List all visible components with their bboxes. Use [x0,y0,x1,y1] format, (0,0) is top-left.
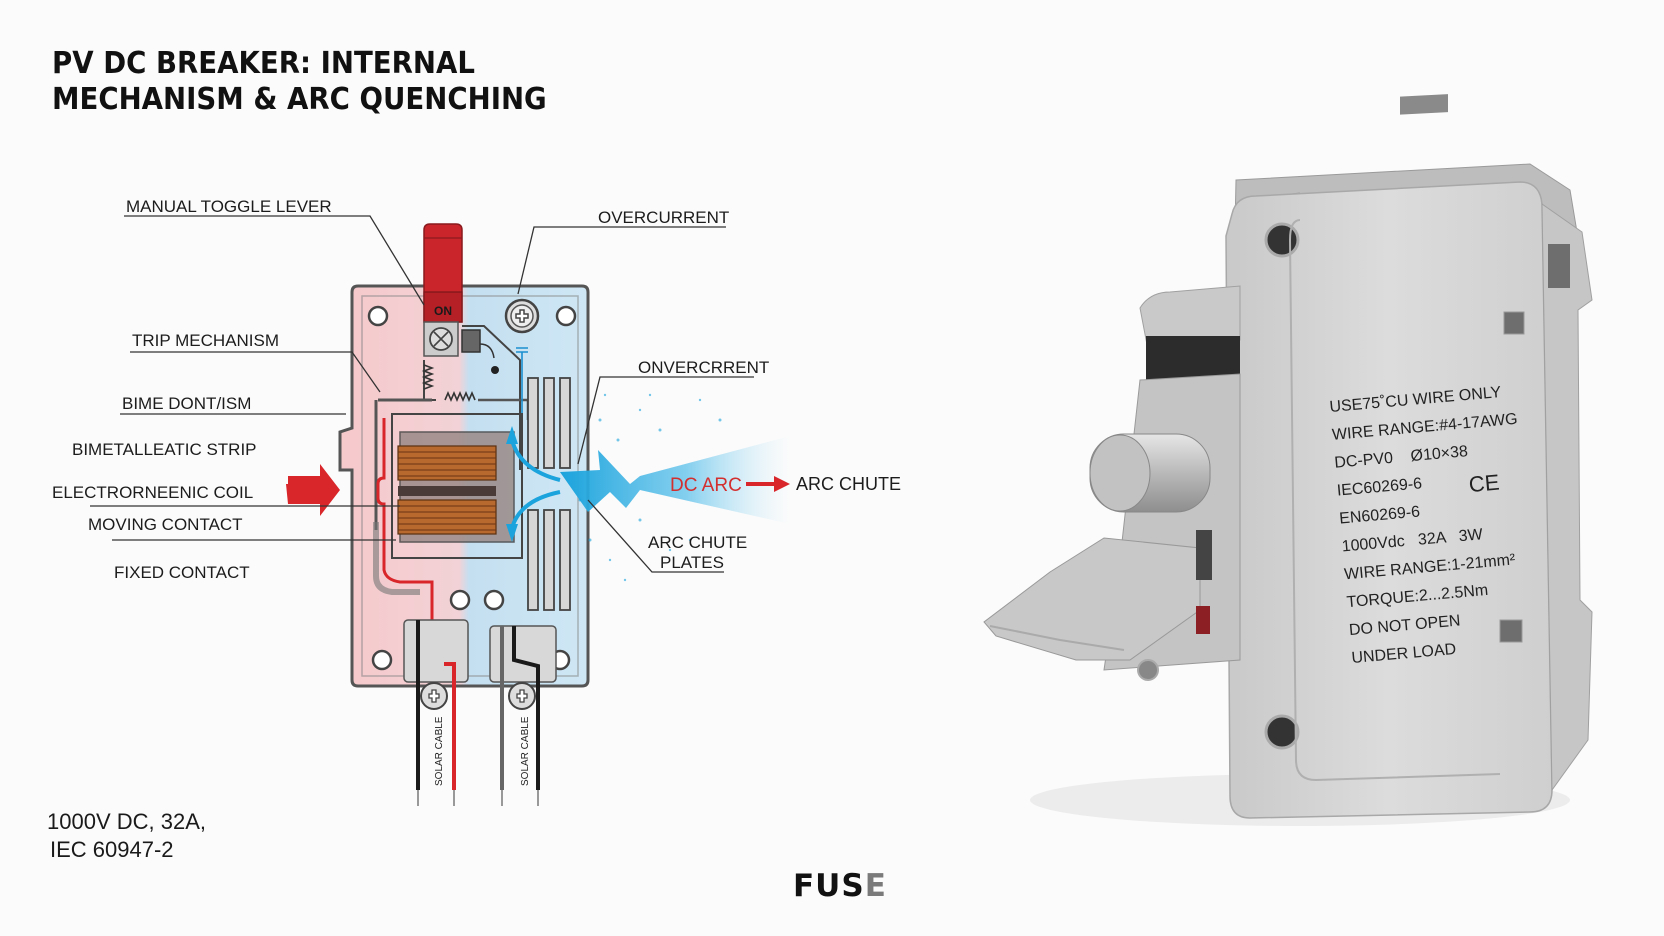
logo-main: FUS [793,868,865,904]
label-overcurrent-right: ONVERCRRENT [638,358,769,377]
coil-pointer-arrow-icon [286,464,340,516]
ce-mark-icon: CE [1468,470,1501,498]
fixed-contact [373,522,420,595]
dc-arc-beam [560,436,790,524]
mount-hole-icon [367,305,389,327]
screw-icon [504,298,540,334]
label-fixed-contact: FIXED CONTACT [114,563,250,582]
page-title: PV DC BREAKER: INTERNAL MECHANISM & ARC … [52,46,547,118]
mount-hole-icon [371,649,393,671]
spring-icon [444,390,476,403]
current-path [376,418,434,640]
product-label-line: EN60269-6 [1339,504,1421,528]
arc-flow-arrows [510,439,561,529]
leader-lines [90,215,754,573]
label-bimetalleatic-strip: BIMETALLEATIC STRIP [72,440,257,459]
mount-hole-icon [555,305,577,327]
title-line-2: MECHANISM & ARC QUENCHING [52,82,547,117]
electromagnetic-coil [391,413,523,559]
label-manual-toggle-lever: MANUAL TOGGLE LEVER [126,197,332,216]
label-moving-contact: MOVING CONTACT [88,515,243,534]
label-arc-chute-plates-line1: ARC CHUTE [648,533,747,552]
mount-hole-icon [483,589,505,611]
label-trip-mechanism: TRIP MECHANISM [132,331,279,350]
title-line-1: PV DC BREAKER: INTERNAL [52,46,475,81]
solar-cables: SOLAR CABLE SOLAR CABLE [416,620,540,806]
arc-chute-arrow-icon [746,476,790,492]
label-dc-arc: DC ARC [670,475,742,496]
terminal-screw-icon [420,682,448,710]
manual-toggle-lever: ON [423,223,463,357]
spec-line-1: 1000V DC, 32A, [47,809,206,834]
brand-logo: FUSE [793,868,887,904]
label-overcurrent-top: OVERCURRENT [598,208,729,227]
terminal-screw-icon [508,682,536,710]
label-arc-chute-plates-line2: PLATES [660,553,724,572]
spec-line-2: IEC 60947-2 [50,837,174,862]
fuse-holder-product: USE75˚CU WIRE ONLY WIRE RANGE:#4-17AWG D… [983,94,1593,826]
label-arc-chute: ARC CHUTE [796,474,901,494]
rating-spec: 1000V DC, 32A, IEC 60947-2 [47,808,206,864]
arc-chute-plates [527,377,571,611]
cable-label-left: SOLAR CABLE [434,716,445,786]
spring-icon [421,364,435,390]
label-bime-dont-ism: BIME DONT/ISM [122,394,251,413]
toggle-state-label: ON [434,304,452,318]
logo-accent: E [864,868,887,904]
label-electromagnetic-coil: ELECTRORNEENIC COIL [52,483,253,502]
mount-hole-icon [449,589,471,611]
arc-particles [578,393,722,582]
cable-label-right: SOLAR CABLE [520,716,531,786]
